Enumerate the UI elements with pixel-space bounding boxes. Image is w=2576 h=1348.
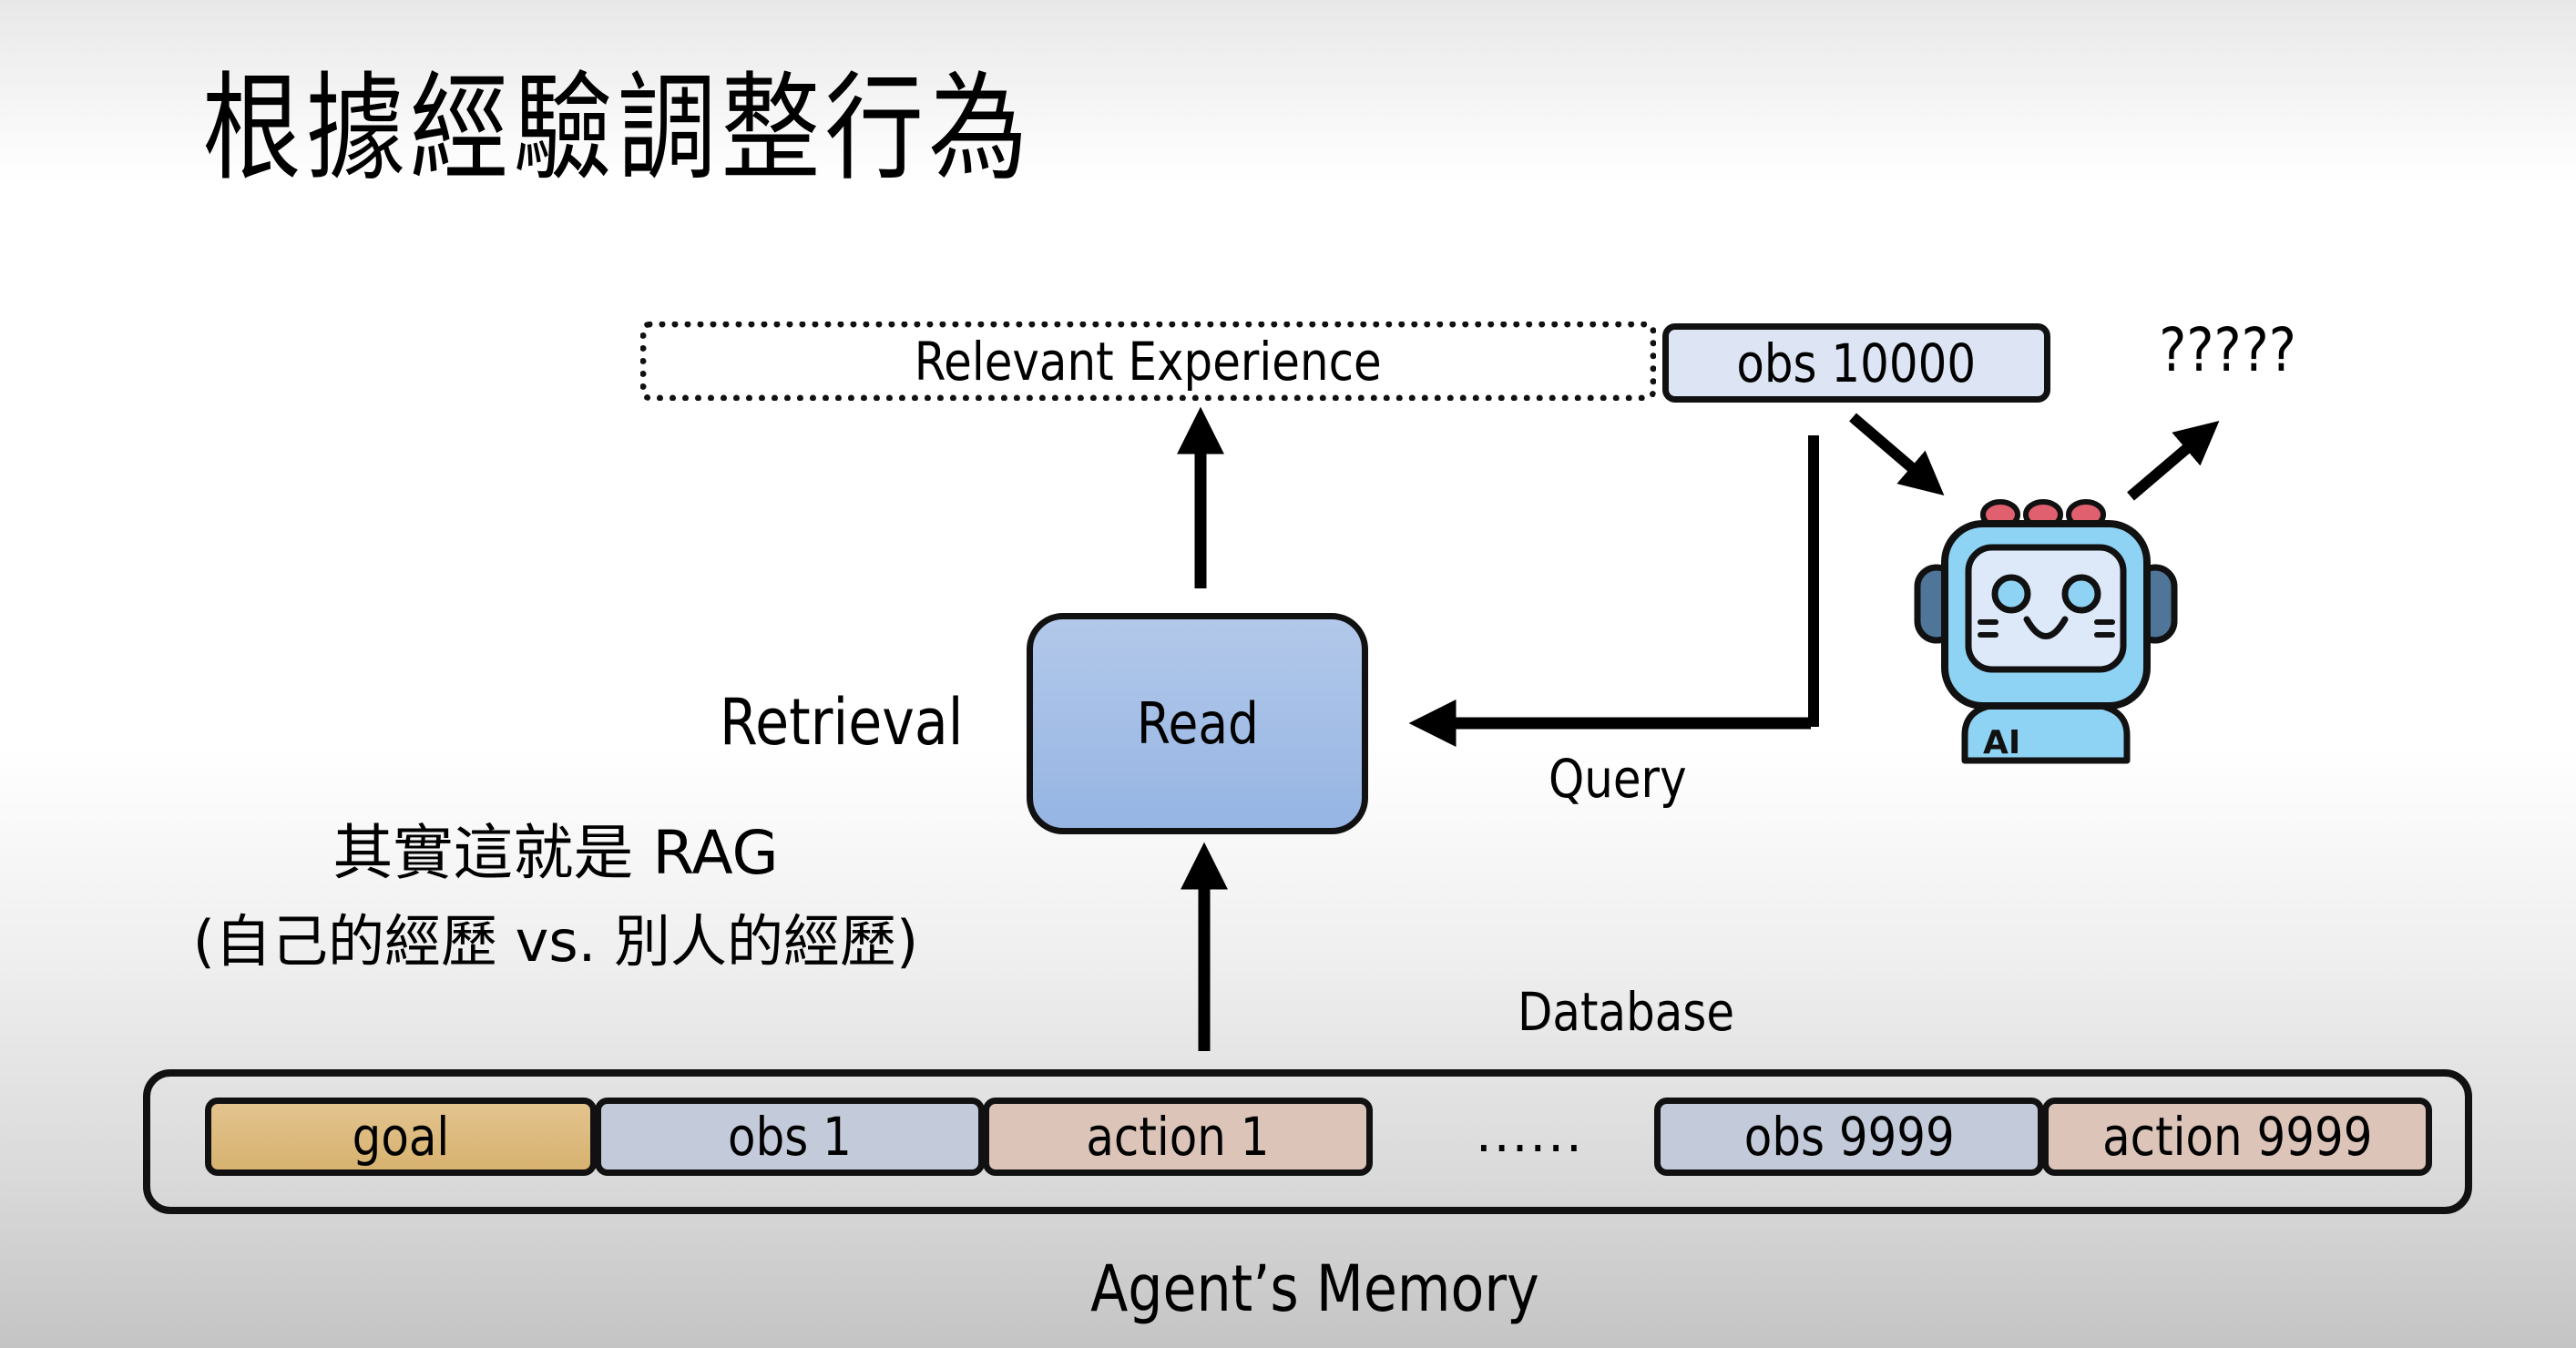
memory-cell-label: goal <box>352 1106 450 1168</box>
rag-note-line2: (自己的經歷 vs. 別人的經歷) <box>192 908 919 975</box>
robot-smile <box>2023 616 2069 639</box>
memory-cell-label: action 1 <box>1086 1106 1270 1168</box>
arrow-obs-to-robot <box>1849 413 1945 496</box>
memory-cell-label: action 9999 <box>2101 1106 2373 1168</box>
database-text: Database <box>1518 981 1735 1043</box>
memory-cell-label: obs 1 <box>728 1106 852 1168</box>
robot-whiskers <box>1978 619 2115 638</box>
robot-eye-left <box>1991 574 2031 614</box>
current-observation-label: obs 10000 <box>1736 332 1977 394</box>
retrieval-label: Retrieval <box>720 690 1003 754</box>
rag-note-line1: 其實這就是 RAG <box>332 818 779 888</box>
memory-cell-goal: goal <box>205 1098 597 1176</box>
memory-ellipsis: ...... <box>1476 1105 1584 1164</box>
current-observation-box: obs 10000 <box>1662 323 2050 403</box>
memory-cell-obs-9999: obs 9999 <box>1654 1098 2044 1176</box>
unknown-output-label: ????? <box>2148 321 2307 381</box>
memory-cell-label: obs 9999 <box>1743 1106 1955 1168</box>
rag-note: 其實這就是 RAG (自己的經歷 vs. 別人的經歷) <box>128 815 984 992</box>
unknown-output-text: ????? <box>2159 315 2296 385</box>
query-label: Query <box>1549 752 1709 805</box>
relevant-experience-box: Relevant Experience <box>640 322 1656 401</box>
query-text: Query <box>1549 748 1687 810</box>
agent-memory-caption: Agent’s Memory <box>996 1257 1633 1321</box>
robot-eye-right <box>2061 574 2101 614</box>
agent-memory-caption-text: Agent’s Memory <box>1089 1251 1539 1326</box>
memory-cell-action-9999: action 9999 <box>2042 1098 2432 1176</box>
read-label: Read <box>1136 689 1259 757</box>
database-label: Database <box>1518 985 1770 1038</box>
read-box: Read <box>1027 613 1368 834</box>
slide-title: 根據經驗調整行為 <box>202 61 1033 197</box>
robot-icon: AI <box>1914 499 2178 764</box>
memory-cell-obs-1: obs 1 <box>595 1098 985 1176</box>
robot-ai-badge: AI <box>1983 724 2020 761</box>
memory-cell-action-1: action 1 <box>983 1098 1373 1176</box>
agent-memory-container <box>143 1069 2472 1214</box>
retrieval-text: Retrieval <box>720 685 964 760</box>
relevant-experience-label: Relevant Experience <box>915 330 1382 393</box>
robot-screen <box>1965 544 2127 673</box>
arrow-robot-to-output <box>2127 420 2220 501</box>
